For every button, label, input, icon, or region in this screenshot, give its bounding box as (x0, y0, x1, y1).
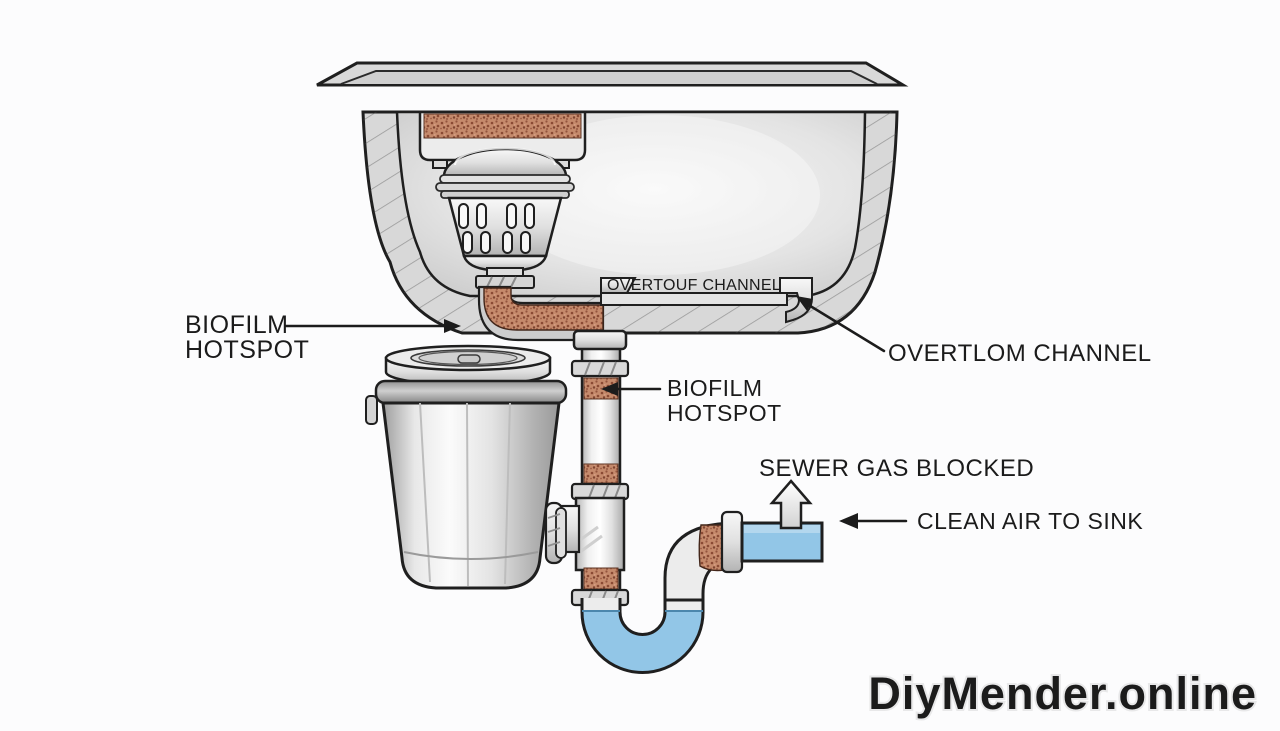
disposal-side-tab (365, 395, 378, 425)
tee-fitting (574, 496, 626, 572)
branch-flange-hatch (547, 513, 561, 547)
arrowhead-biofilm-mid (601, 382, 618, 396)
label-biofilm-mid-line2: HOTSPOT (667, 400, 782, 426)
locknut-hatch (486, 276, 517, 288)
strainer-slots (458, 203, 535, 254)
biofilm-hotspot-tailpiece-2 (583, 463, 619, 484)
watermark-text: DiyMender.online (868, 668, 1257, 719)
biofilm-hotspot-rim-band (423, 113, 582, 139)
watermark-glow: DiyMender.online (868, 668, 1257, 719)
branch-flange-inner (555, 507, 567, 559)
trap-arm-nut (720, 510, 744, 574)
arrowhead-overflow (796, 296, 813, 311)
overflow-channel-engraved-label: OVERTOUF CHANNEL (607, 277, 781, 294)
drain-piping (544, 329, 824, 674)
arrowhead-biofilm-left (444, 319, 461, 333)
sink-cutaway: OVERTOUF CHANNEL (316, 61, 909, 342)
strainer-dome-highlight (454, 147, 556, 166)
coupling-nut-1-hatch (584, 361, 617, 376)
sewer-gas-blocked-arrow (769, 479, 813, 530)
callouts: BIOFILM HOTSPOT OVERTLOM CHANNEL BIOFILM… (185, 296, 1152, 534)
label-biofilm-left-line2: HOTSPOT (185, 336, 309, 364)
disposal-body (381, 401, 561, 590)
arrowhead-clean-air (839, 513, 858, 529)
label-overflow-callout: OVERTLOM CHANNEL (888, 340, 1152, 367)
garbage-disposal (365, 344, 568, 590)
trap-arm-pipe (740, 521, 824, 563)
leader-overflow (805, 302, 886, 353)
p-trap-outline (580, 598, 705, 674)
sink-deck-inner-edge (340, 70, 878, 85)
coupling-nut-2-hatch (588, 484, 621, 499)
strainer-ring-1 (439, 174, 571, 184)
disposal-body-panel-lines (419, 402, 511, 587)
disposal-bottom-seam (403, 551, 539, 560)
p-trap-water-seal (582, 611, 703, 673)
sink-outlet-stub (572, 329, 628, 351)
housing-tab-left (432, 159, 448, 169)
biofilm-hotspot-trap-inlet (583, 567, 619, 590)
biofilm-hotspot-elbow (698, 524, 725, 572)
label-biofilm-left-line1: BIOFILM (185, 311, 289, 339)
disposal-lid-pivot (457, 354, 481, 364)
tee-shading (579, 525, 603, 554)
basket-strainer (435, 147, 575, 289)
label-biofilm-mid-line1: BIOFILM (667, 375, 763, 401)
label-clean-air: CLEAN AIR TO SINK (917, 508, 1143, 534)
label-sewer-gas: SEWER GAS BLOCKED (759, 455, 1034, 482)
overflow-channel-bar (600, 292, 788, 306)
strainer-ring-2 (435, 182, 575, 192)
p-trap (580, 598, 705, 674)
overflow-channel-slot: OVERTOUF CHANNEL (600, 277, 813, 324)
disposal-collar (374, 379, 568, 405)
overflow-end-right (779, 277, 813, 324)
